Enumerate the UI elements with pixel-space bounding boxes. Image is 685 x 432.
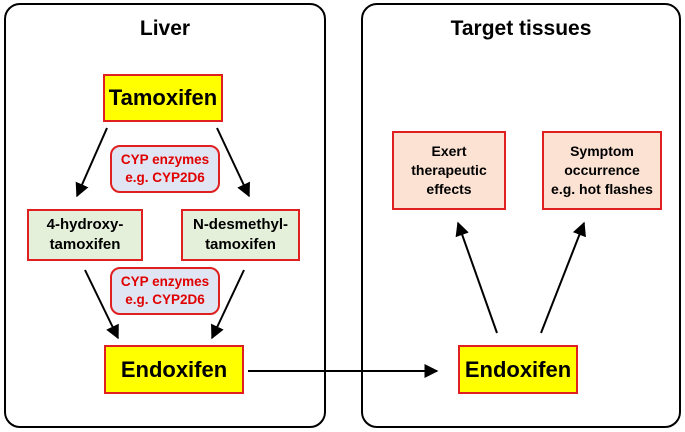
arrow-hydroxy-to-endoxifen (84, 269, 119, 340)
endoxifen-target-node: Endoxifen (458, 345, 578, 394)
desmethyl-tamoxifen-node: N-desmethyl- tamoxifen (181, 209, 300, 261)
arrow-tamoxifen-to-desmethyl (216, 127, 250, 198)
arrow-desmethyl-to-endoxifen (211, 269, 245, 340)
desmethyl-tamoxifen-label: N-desmethyl- tamoxifen (192, 216, 289, 253)
therapeutic-effects-label: Exert therapeutic effects (411, 143, 487, 197)
tamoxifen-label: Tamoxifen (108, 85, 218, 110)
hydroxy-tamoxifen-label: 4-hydroxy- tamoxifen (46, 216, 124, 253)
endoxifen-target-label: Endoxifen (464, 356, 572, 382)
symptom-occurrence-label: Symptom occurrence e.g. hot flashes (551, 143, 653, 197)
arrow-endoxifen-to-therapeutic (455, 221, 498, 334)
arrow-tamoxifen-to-hydroxy (75, 127, 108, 198)
endoxifen-liver-node: Endoxifen (104, 345, 244, 394)
enzyme-label-top: CYP enzymes e.g. CYP2D6 (120, 152, 210, 185)
therapeutic-effects-node: Exert therapeutic effects (392, 131, 506, 210)
enzyme-box-top: CYP enzymes e.g. CYP2D6 (110, 145, 220, 193)
target-tissues-panel-title: Target tissues (450, 17, 592, 40)
tamoxifen-node: Tamoxifen (103, 74, 223, 122)
enzyme-label-bottom: CYP enzymes e.g. CYP2D6 (120, 274, 210, 307)
symptom-occurrence-node: Symptom occurrence e.g. hot flashes (542, 131, 662, 210)
endoxifen-liver-label: Endoxifen (120, 356, 228, 382)
enzyme-box-bottom: CYP enzymes e.g. CYP2D6 (110, 267, 220, 315)
liver-panel-title: Liver (139, 17, 191, 40)
arrow-endoxifen-to-symptom (540, 221, 586, 334)
hydroxy-tamoxifen-node: 4-hydroxy- tamoxifen (27, 209, 143, 261)
